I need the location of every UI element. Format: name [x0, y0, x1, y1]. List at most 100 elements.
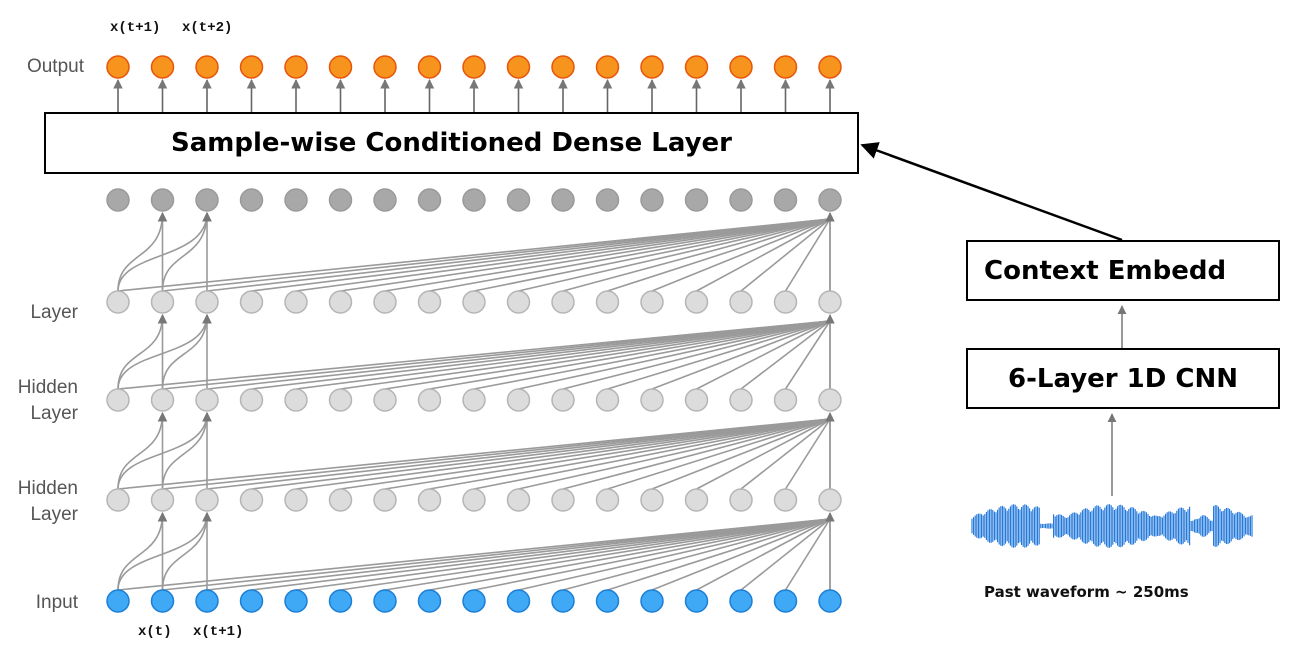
hidden2-node [595, 388, 620, 412]
hidden1-node [640, 290, 664, 314]
edge-to-last [651, 320, 831, 390]
edge-curve [117, 212, 168, 292]
edge-to-last [651, 518, 831, 591]
hidden3-node [462, 488, 486, 512]
edge-to-last [784, 418, 831, 490]
edge-to-last [473, 518, 831, 591]
connection-edges [117, 212, 835, 591]
edge-curve [161, 314, 212, 390]
edge-to-last [518, 218, 831, 292]
edge-to-last [206, 320, 831, 390]
hidden1-node [417, 290, 442, 314]
hidden-layer-2-label-top: Hidden [17, 377, 78, 398]
dense-node [684, 188, 709, 212]
output-node [640, 55, 664, 79]
hidden3-node [150, 488, 175, 512]
edge-to-last [340, 320, 831, 390]
dense-layer-box: Sample-wise Conditioned Dense Layer [44, 112, 859, 174]
edge-to-last [740, 418, 831, 490]
dense-node [106, 188, 130, 212]
edge-to-last [696, 418, 831, 490]
hidden-layer-3-label-bottom: Layer [30, 504, 78, 525]
hidden2-node [684, 388, 709, 412]
hidden2-node [818, 388, 842, 412]
dense-node [640, 188, 664, 212]
input-node [729, 589, 753, 613]
hidden-layer-1-label: Layer [30, 302, 78, 323]
output-node [818, 55, 842, 79]
edge-to-last [251, 418, 831, 490]
hidden3-node [595, 488, 620, 512]
hidden2-node [239, 388, 264, 412]
hidden2-node [506, 388, 531, 412]
edge-to-last [295, 320, 831, 390]
hidden1-node [373, 290, 397, 314]
hidden1-node [684, 290, 709, 314]
input-label: Input [35, 592, 78, 613]
hidden1-node [729, 290, 753, 314]
edge-curve [161, 212, 212, 292]
output-node [195, 55, 219, 79]
dense-node [373, 188, 397, 212]
edge-to-last [429, 418, 831, 490]
edge-to-last [251, 218, 831, 292]
input-node [328, 589, 353, 613]
output-label: Output [26, 56, 84, 77]
hidden3-node [417, 488, 442, 512]
edge-to-last [696, 518, 831, 591]
output-node [729, 55, 753, 79]
edge-to-last [473, 218, 831, 292]
dense-node [328, 188, 353, 212]
edge-to-last [251, 320, 831, 390]
input-node [506, 589, 531, 613]
edge-to-last [696, 218, 831, 292]
edge-to-last [206, 518, 831, 591]
cnn-box: 6-Layer 1D CNN [966, 348, 1280, 409]
edge-to-last [607, 218, 831, 292]
hidden1-node [506, 290, 531, 314]
input-node [595, 589, 620, 613]
dense-node [818, 188, 842, 212]
edge-to-last [251, 518, 831, 591]
hidden3-node [729, 488, 753, 512]
input-node [373, 589, 397, 613]
hidden3-node [640, 488, 664, 512]
edge-to-last [384, 518, 831, 591]
edge-to-last [784, 320, 831, 390]
output-node [284, 55, 308, 79]
edge-curve [117, 212, 212, 292]
output-node [417, 55, 442, 79]
hidden2-node [328, 388, 353, 412]
dense-node [284, 188, 308, 212]
dense-node [239, 188, 264, 212]
input-node [239, 589, 264, 613]
hidden1-node [150, 290, 175, 314]
hidden3-node [195, 488, 219, 512]
hidden1-node [106, 290, 130, 314]
input-node [462, 589, 486, 613]
input-node [818, 589, 842, 613]
dense-node [551, 188, 575, 212]
hidden1-node [773, 290, 798, 314]
context-embed-box: Context Embedd [966, 240, 1280, 301]
flow-arrows [113, 79, 1253, 548]
edge-to-last [518, 320, 831, 390]
hidden3-node [684, 488, 709, 512]
hidden3-node [773, 488, 798, 512]
dense-node [773, 188, 798, 212]
hidden2-node [773, 388, 798, 412]
hidden2-node [729, 388, 753, 412]
edge-curve [161, 512, 212, 591]
edge-to-last [473, 418, 831, 490]
edge-to-last [340, 418, 831, 490]
hidden-layer-3-label-top: Hidden [17, 478, 78, 499]
hidden3-node [506, 488, 531, 512]
dense-node [506, 188, 531, 212]
hidden2-node [551, 388, 575, 412]
hidden2-node [462, 388, 486, 412]
dense-node [462, 188, 486, 212]
edge-to-last [607, 320, 831, 390]
edge-to-last [562, 218, 831, 292]
hidden3-node [818, 488, 842, 512]
